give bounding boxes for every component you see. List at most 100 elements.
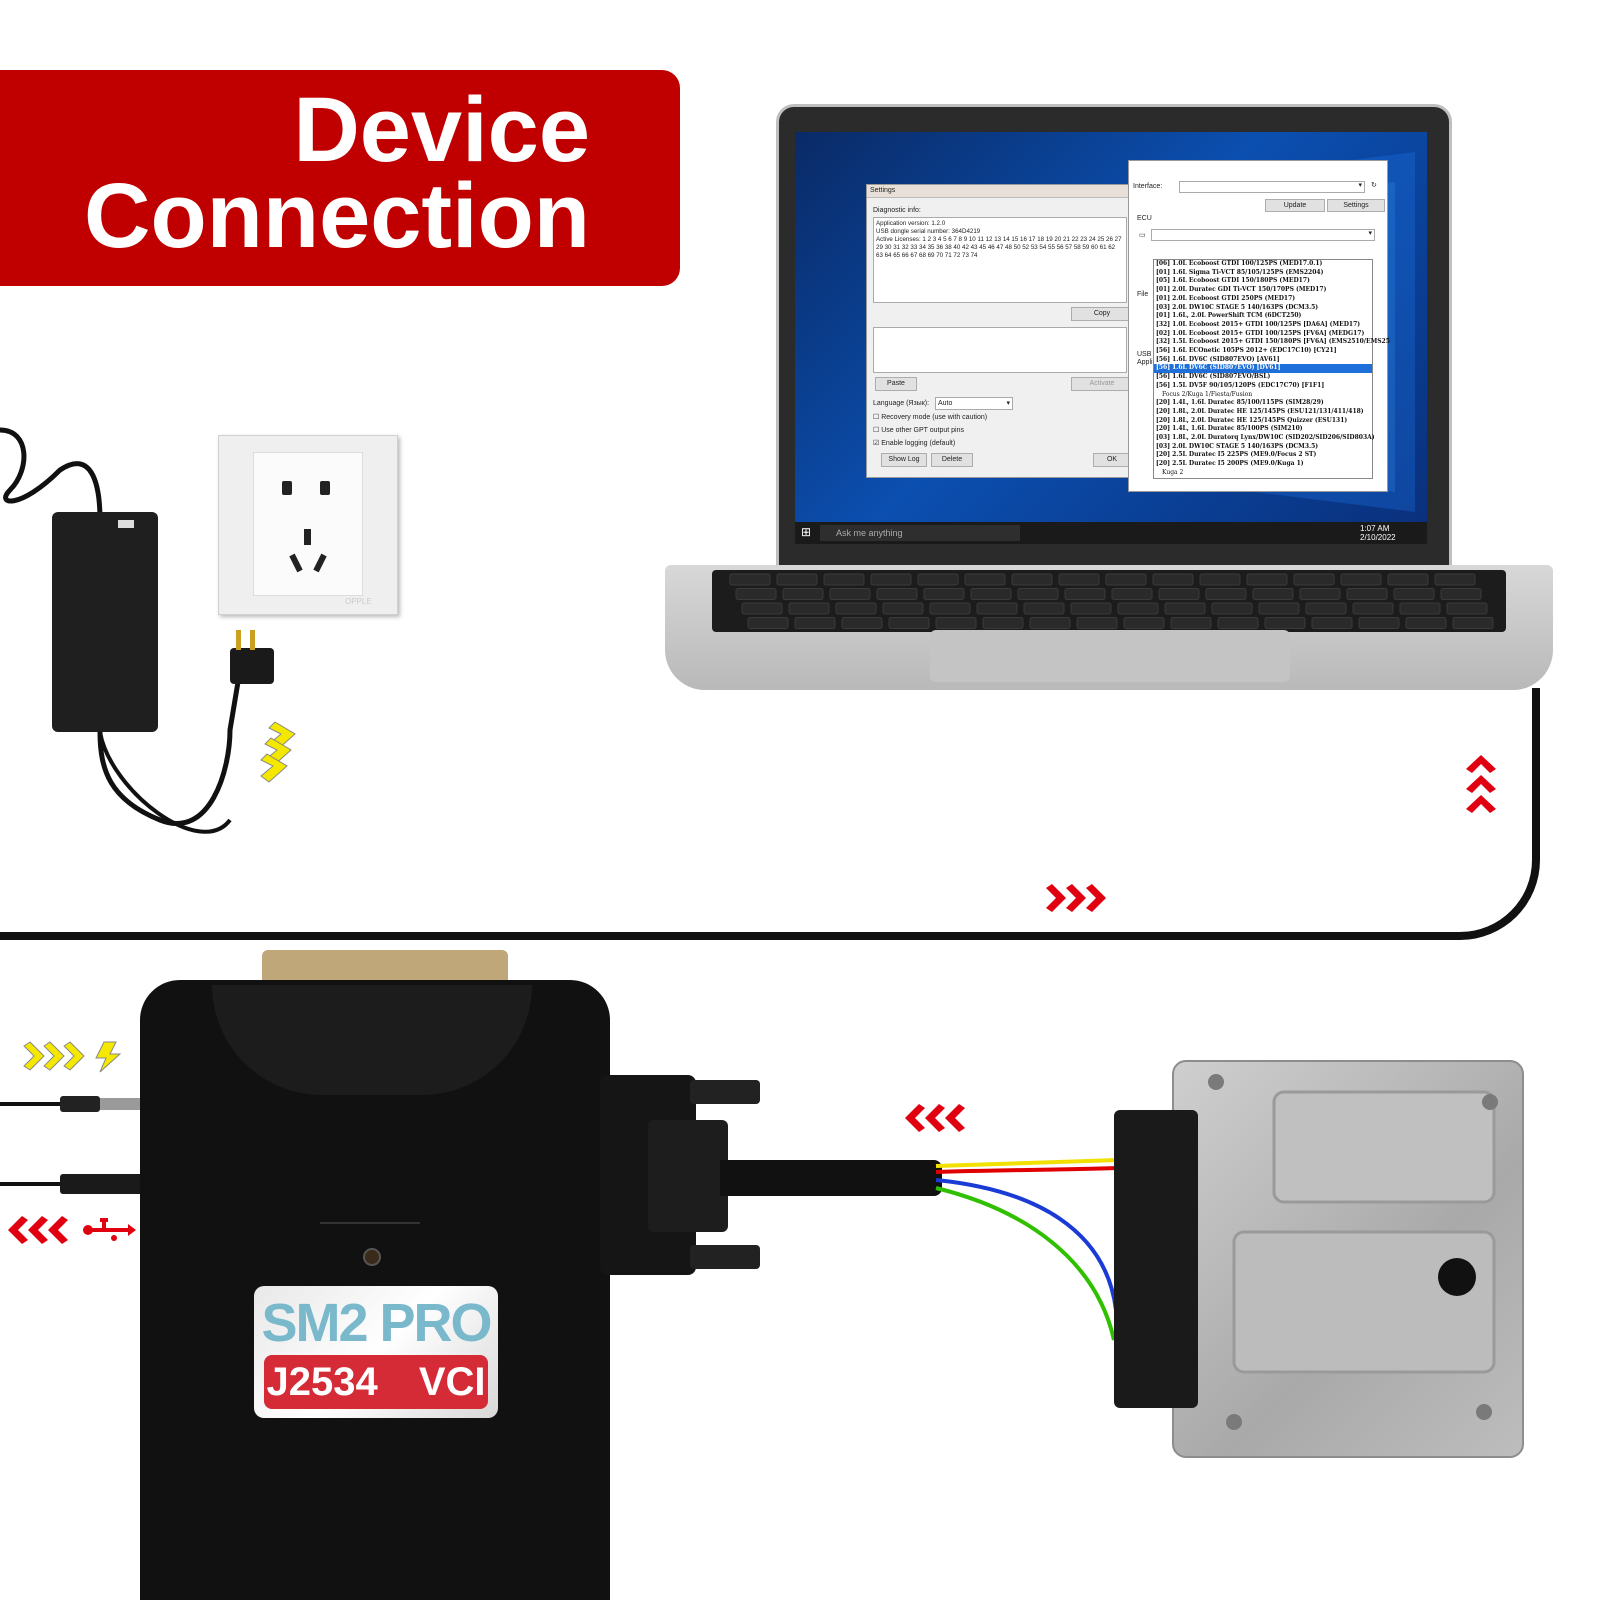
ecu-list-item[interactable]: [01] 1.6L Sigma Ti-VCT 85/105/125PS (EMS… [1156, 268, 1324, 276]
windows-start-icon[interactable]: ⊞ [801, 525, 812, 539]
keyboard-key [1058, 573, 1100, 586]
ecu-list-item[interactable]: [05] 1.6L Ecoboost GTDI 150/180PS (MED17… [1156, 277, 1310, 285]
paste-button[interactable]: Paste [875, 377, 917, 391]
ecu-list-item[interactable]: [56] 1.5L DV5F 90/105/120PS (EDC17C70) [… [1156, 381, 1325, 389]
keyboard-key [1246, 573, 1288, 586]
keyboard-key [729, 573, 771, 586]
keyboard-key [782, 588, 824, 600]
keyboard-key [1299, 588, 1341, 600]
option-gpt[interactable]: ☐ Use other GPT output pins [873, 427, 964, 434]
keyboard-key [976, 602, 1018, 615]
keyboard-key [1152, 573, 1194, 586]
wire-yellow [935, 1158, 1119, 1168]
ok-button[interactable]: OK [1093, 453, 1131, 467]
interface-select[interactable]: ▾ [1179, 181, 1365, 193]
taskbar-search[interactable]: Ask me anything [820, 525, 1020, 541]
option-recovery[interactable]: ☐ Recovery mode (use with caution) [873, 414, 988, 421]
wire-red [935, 1166, 1119, 1174]
license-input[interactable] [873, 327, 1127, 373]
folder-icon[interactable]: ▭ [1139, 232, 1146, 239]
update-button[interactable]: Update [1265, 199, 1325, 212]
keyboard-key [776, 573, 818, 586]
keyboard-key [1211, 602, 1253, 615]
ecu-list-item[interactable]: [06] 1.0L Ecoboost GTDI 100/125PS (MED17… [1156, 260, 1323, 267]
laptop-trackpad [930, 630, 1290, 682]
option-gpt-label: Use other GPT output pins [881, 427, 964, 434]
ecu-list-item[interactable]: [01] 1.6L, 2.0L PowerShift TCM (6DCT250) [1156, 312, 1302, 320]
language-select[interactable]: Auto▾ [935, 397, 1013, 410]
licenses-line-2: 29 30 31 32 33 34 35 36 38 40 42 43 45 4… [876, 244, 1116, 251]
activate-button[interactable]: Activate [1071, 377, 1133, 391]
ecu-list-item[interactable]: [20] 2.5L Duratec I5 200PS (ME9.0/Kuga 1… [1156, 460, 1304, 468]
ecu-list-item[interactable]: [32] 1.0L Ecoboost 2015+ GTDI 100/125PS … [1156, 320, 1361, 328]
keyboard-key [970, 588, 1012, 600]
ecu-list-item[interactable]: [20] 1.8L, 2.0L Duratec HE 125/145PS (ES… [1156, 407, 1364, 415]
ecu-list-item[interactable]: [01] 2.0L Duratec GDI Ti-VCT 150/170PS (… [1156, 286, 1327, 294]
keyboard-key [1252, 588, 1294, 600]
refresh-icon[interactable]: ↻ [1371, 182, 1377, 189]
adapter-led [118, 520, 134, 528]
ecu-select[interactable]: ▾ [1151, 229, 1375, 241]
db-screw-top [690, 1080, 760, 1104]
ecu-list-item[interactable]: [20] 2.5L Duratec I5 225PS (ME9.0/Focus … [1156, 451, 1317, 459]
appli-label: Appli [1137, 359, 1153, 366]
keyboard-key [1358, 617, 1400, 629]
option-logging-label: Enable logging (default) [881, 440, 956, 447]
keyboard-key [929, 602, 971, 615]
device-ridge [212, 985, 532, 1095]
keyboard-key [1387, 573, 1429, 586]
ecu-list-item[interactable]: [56] 1.6L DV6C (SID807EVO) [DV61] [1154, 364, 1372, 374]
keyboard-keys [729, 573, 1494, 629]
device-name: SM2 PRO [261, 1293, 492, 1353]
keyboard-key [835, 602, 877, 615]
keyboard-key [1346, 588, 1388, 600]
keyboard-key [982, 617, 1024, 629]
ecu-dropdown-list[interactable]: [06] 1.0L Ecoboost GTDI 100/125PS (MED17… [1153, 259, 1390, 479]
keyboard-key [1123, 617, 1165, 629]
device-slot [320, 1222, 420, 1224]
keyboard-key [794, 617, 836, 629]
keyboard-key [1158, 588, 1200, 600]
keyboard-key [1111, 588, 1153, 600]
licenses-line-3: 63 64 65 66 67 68 69 70 71 72 73 74 [876, 252, 978, 259]
ecu-settings-button[interactable]: Settings [1327, 199, 1385, 212]
ecu-list-item[interactable]: [56] 1.6L DV6C (SID807EVO/BSL) [1156, 373, 1271, 381]
device-model: J2534 VCI [264, 1355, 488, 1409]
ecu-list-item[interactable]: Kuga 2 [1162, 468, 1184, 476]
ecu-list-item[interactable]: [32] 1.5L Ecoboost 2015+ GTDI 150/180PS … [1156, 338, 1390, 346]
keyboard-key [741, 602, 783, 615]
ecu-list-item[interactable]: [01] 2.0L Ecoboost GTDI 250PS (MED17) [1156, 294, 1296, 302]
keyboard-key [876, 588, 918, 600]
ecu-list-item[interactable]: [20] 1.4L, 1.6L Duratec 85/100PS (SIM210… [1156, 425, 1303, 433]
settings-title: Settings [867, 185, 1135, 198]
keyboard-key [1434, 573, 1476, 586]
show-log-button[interactable]: Show Log [881, 453, 927, 467]
ecu-list-item[interactable]: [56] 1.6L DV6C (SID807EVO) [AV61] [1156, 355, 1280, 363]
socket-brand: OPPLE [345, 597, 372, 606]
ecu-list-item[interactable]: [03] 2.0L DW10C STAGE 5 140/163PS (DCM3.… [1156, 303, 1319, 311]
dongle-serial: USB dongle serial number: 364D4219 [876, 228, 981, 235]
taskbar-clock: 1:07 AM 2/10/2022 [1360, 524, 1396, 542]
ecu-list-item[interactable]: Focus 2/Kuga 1/Fiesta/Fusion [1162, 390, 1253, 398]
wire-blue [935, 1178, 1118, 1311]
option-logging[interactable]: ☑ Enable logging (default) [873, 440, 956, 447]
ecu-list-item[interactable]: [20] 1.4L, 1.6L Duratec 85/100/115PS (SI… [1156, 399, 1324, 407]
chevron-down-icon: ▾ [1368, 230, 1372, 237]
arrow-down-yellow-icon [260, 721, 296, 783]
ecu-list-item[interactable]: [56] 1.6L ECOnetic 105PS 2012+ (EDC17C10… [1156, 347, 1337, 355]
ecu-list-item[interactable]: [02] 1.0L Ecoboost 2015+ GTDI 100/125PS … [1156, 329, 1365, 337]
ecu-list-item[interactable]: [03] 1.8L, 2.0L Duratorq Lynx/DW10C (SID… [1156, 434, 1375, 442]
diag-info-box: Application version: 1.2.0 USB dongle se… [873, 217, 1127, 303]
delete-button[interactable]: Delete [931, 453, 973, 467]
ecu-list-item[interactable]: [20] 1.8L, 2.0L Duratec HE 125/145PS Qui… [1156, 416, 1348, 424]
keyboard-key [1399, 602, 1441, 615]
keyboard-key [1393, 588, 1435, 600]
keyboard-key [1452, 617, 1494, 629]
keyboard-key [1070, 602, 1112, 615]
clock-date: 2/10/2022 [1360, 533, 1396, 542]
ecu-list-item[interactable]: [03] 2.0L DW10C STAGE 5 140/163PS (DCM3.… [1156, 442, 1319, 450]
licenses-line-1: Active Licenses: 1 2 3 4 5 6 7 8 9 10 11… [876, 236, 1122, 243]
copy-button[interactable]: Copy [1071, 307, 1133, 321]
keyboard-key [1446, 602, 1488, 615]
keyboard-key [1305, 602, 1347, 615]
